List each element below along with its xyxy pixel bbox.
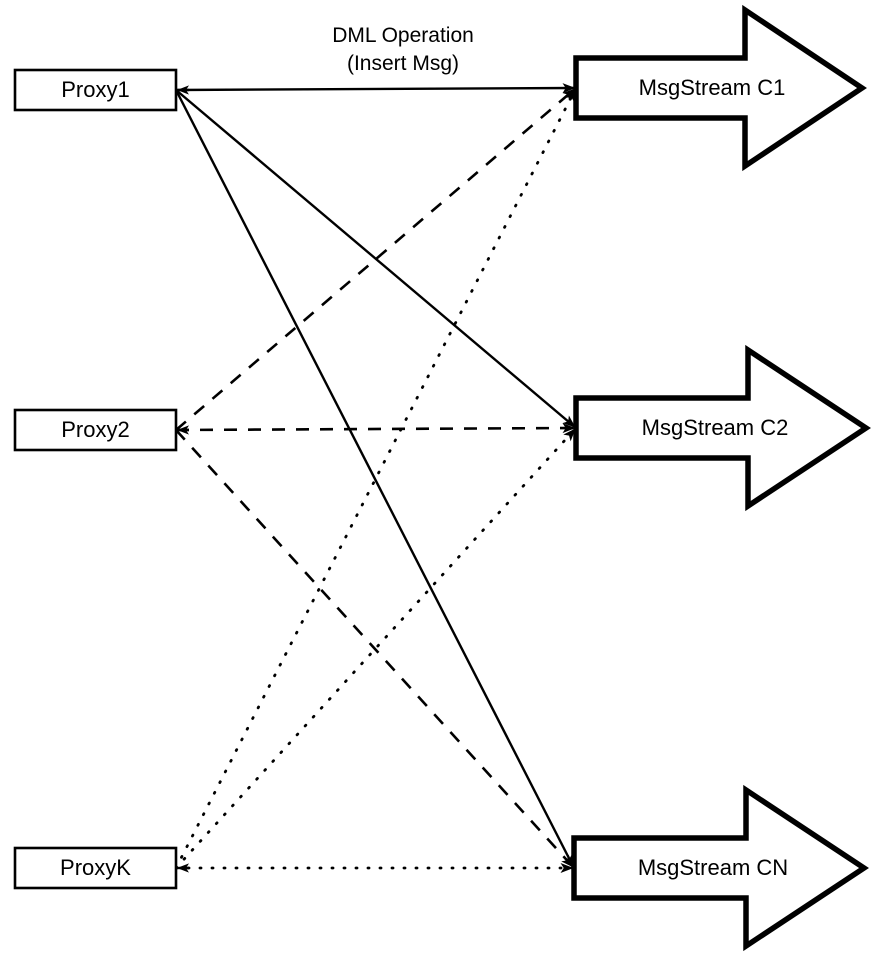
proxy-box-proxy1 <box>13 68 178 112</box>
proxy-label-proxy1: Proxy1 <box>61 77 129 102</box>
stream-arrow-shape-stream_c2 <box>573 344 871 512</box>
stream-label-stream_cn: MsgStream CN <box>638 855 788 880</box>
proxy-node-proxyk[interactable]: ProxyK <box>13 846 178 890</box>
link-p2-cn <box>175 429 575 869</box>
stream-node-stream_cn[interactable]: MsgStream CN <box>571 784 869 952</box>
edge-label-line-2: (Insert Msg) <box>347 52 459 75</box>
link-p2-c2 <box>175 423 576 434</box>
stream-node-stream_c1[interactable]: MsgStream C1 <box>573 4 867 172</box>
link-pk-c1 <box>174 87 577 870</box>
proxy-box-proxy2 <box>13 408 178 452</box>
proxy-label-proxy2: Proxy2 <box>61 417 129 442</box>
stream-arrow-shape-stream_c1 <box>573 4 867 172</box>
edge-label-line-1: DML Operation <box>332 24 474 47</box>
link-p1-c1 <box>175 83 576 94</box>
link-p2-c1 <box>175 87 577 431</box>
proxy-label-proxyk: ProxyK <box>60 855 131 880</box>
stream-node-stream_c2[interactable]: MsgStream C2 <box>573 344 871 512</box>
stream-label-stream_c1: MsgStream C1 <box>639 75 786 100</box>
proxy-node-proxy2[interactable]: Proxy2 <box>13 408 178 452</box>
links-layer <box>174 83 577 873</box>
proxy-node-proxy1[interactable]: Proxy1 <box>13 68 178 112</box>
proxy-arrowheads-layer <box>177 85 189 873</box>
stream-label-stream_c2: MsgStream C2 <box>642 415 789 440</box>
link-p1-c2 <box>175 89 577 429</box>
stream-arrow-shape-stream_cn <box>571 784 869 952</box>
link-p1-cn <box>174 89 575 868</box>
streams-layer: MsgStream C1 MsgStream C2 MsgStream CN <box>571 4 871 952</box>
edge-label-group: DML Operation (Insert Msg) <box>332 24 474 75</box>
proxy-box-proxyk <box>13 846 178 890</box>
